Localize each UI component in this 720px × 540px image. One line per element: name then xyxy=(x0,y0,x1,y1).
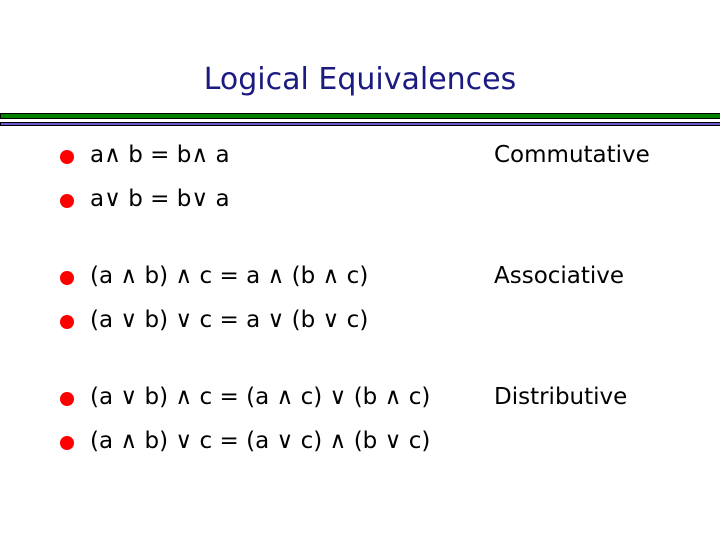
equation: (a ∧ b) ∧ c = a ∧ (b ∧ c) xyxy=(90,263,369,289)
law-label: Distributive xyxy=(494,384,628,410)
list-item: (a ∨ b) ∨ c = a ∨ (b ∨ c) xyxy=(60,307,368,333)
bullet-icon xyxy=(60,271,74,285)
list-item: a∨ b = b∨ a xyxy=(60,186,230,212)
equation: (a ∨ b) ∧ c = (a ∧ c) ∨ (b ∧ c) xyxy=(90,384,431,410)
equation: a∧ b = b∧ a xyxy=(90,142,230,168)
equation: a∨ b = b∨ a xyxy=(90,186,230,212)
list-item: (a ∧ b) ∨ c = (a ∨ c) ∧ (b ∨ c) xyxy=(60,428,430,454)
title-divider-green xyxy=(0,113,720,119)
list-item: (a ∨ b) ∧ c = (a ∧ c) ∨ (b ∧ c) xyxy=(60,384,430,410)
law-label: Associative xyxy=(494,263,625,289)
bullet-icon xyxy=(60,150,74,164)
equation: (a ∧ b) ∨ c = (a ∨ c) ∧ (b ∨ c) xyxy=(90,428,431,454)
list-item: a∧ b = b∧ a xyxy=(60,142,230,168)
title-divider-blue xyxy=(0,122,720,126)
bullet-icon xyxy=(60,315,74,329)
bullet-icon xyxy=(60,392,74,406)
list-item: (a ∧ b) ∧ c = a ∧ (b ∧ c) xyxy=(60,263,368,289)
bullet-icon xyxy=(60,194,74,208)
law-label: Commutative xyxy=(494,142,650,168)
equation: (a ∨ b) ∨ c = a ∨ (b ∨ c) xyxy=(90,307,369,333)
bullet-icon xyxy=(60,436,74,450)
slide-title: Logical Equivalences xyxy=(203,62,517,97)
